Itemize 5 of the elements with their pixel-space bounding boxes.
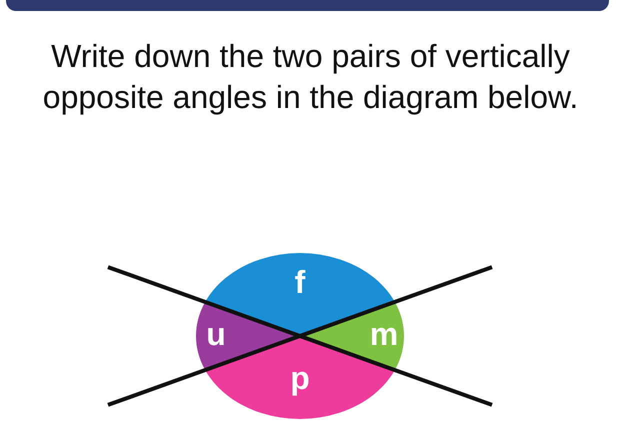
- question-text: Write down the two pairs of vertically opposite angles in the diagram below.: [42, 37, 580, 117]
- angle-label: p: [290, 362, 310, 394]
- angle-label: m: [370, 318, 398, 350]
- angle-label: u: [206, 318, 226, 350]
- angle-label: f: [294, 266, 306, 298]
